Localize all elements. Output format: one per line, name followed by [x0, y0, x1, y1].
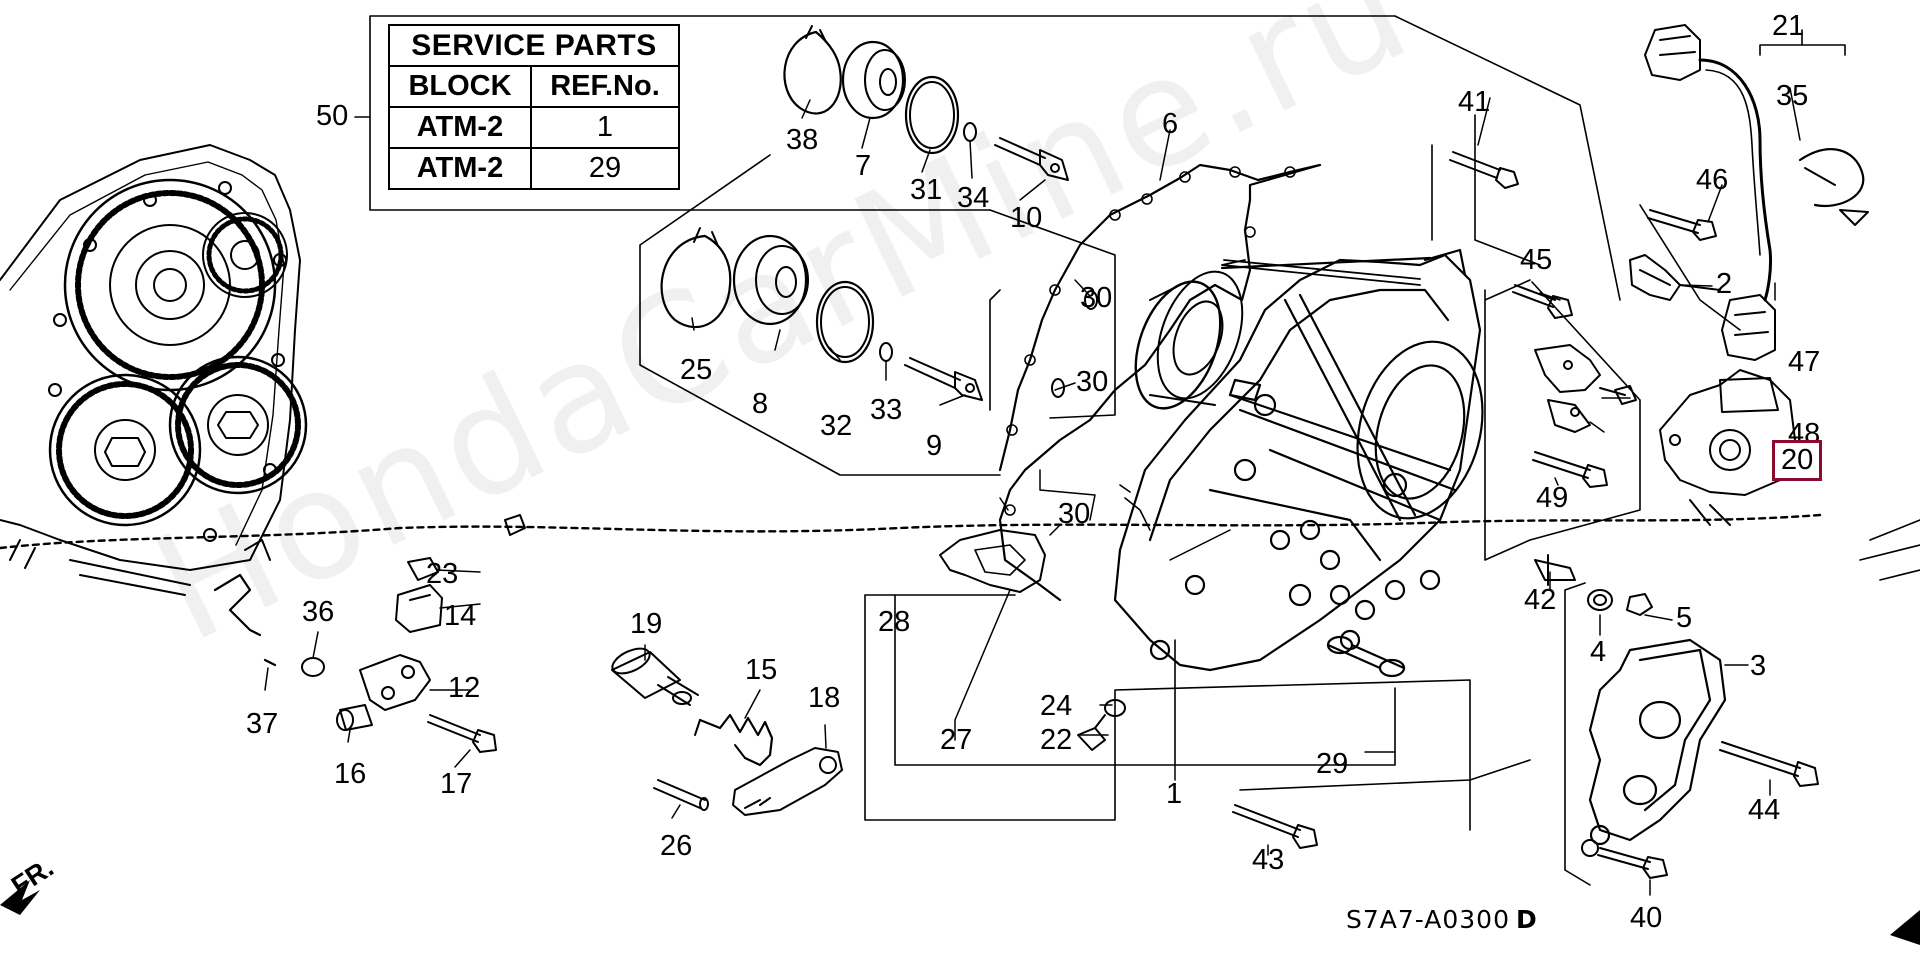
callout-42[interactable]: 42 — [1524, 584, 1557, 616]
break-line — [0, 513, 1822, 550]
row-block[interactable]: ATM-2 — [388, 147, 532, 190]
service-parts-table: SERVICE PARTS BLOCK REF.No. ATM-2 1 ATM-… — [388, 24, 680, 190]
callout-14[interactable]: 14 — [444, 600, 477, 632]
callout-5[interactable]: 5 — [1676, 602, 1693, 634]
callout-41[interactable]: 41 — [1458, 86, 1491, 118]
callout-27[interactable]: 27 — [940, 724, 973, 756]
callout-7[interactable]: 7 — [855, 150, 872, 182]
callout-30-b[interactable]: 30 — [1076, 366, 1109, 398]
row-block[interactable]: ATM-2 — [388, 106, 532, 149]
callout-25[interactable]: 25 — [680, 354, 713, 386]
row-ref[interactable]: 1 — [530, 106, 680, 149]
callout-32[interactable]: 32 — [820, 410, 853, 442]
callout-9[interactable]: 9 — [926, 430, 943, 462]
callout-50[interactable]: 50 — [316, 100, 349, 132]
bolt-45 — [1512, 284, 1573, 319]
gasket-lower — [939, 529, 1046, 593]
callout-30-a[interactable]: 30 — [1080, 282, 1113, 314]
piston-set-upper — [783, 25, 1069, 181]
callout-49[interactable]: 49 — [1536, 482, 1569, 514]
transmission-housing — [0, 144, 308, 596]
park-lever-group — [213, 514, 526, 753]
callout-29[interactable]: 29 — [1316, 748, 1349, 780]
detent-group — [611, 647, 843, 816]
callout-22[interactable]: 22 — [1040, 724, 1073, 756]
callout-21[interactable]: 21 — [1772, 10, 1805, 42]
callout-26[interactable]: 26 — [660, 830, 693, 862]
callout-17[interactable]: 17 — [440, 768, 473, 800]
callout-1[interactable]: 1 — [1166, 778, 1183, 810]
callout-15[interactable]: 15 — [745, 654, 778, 686]
callout-37[interactable]: 37 — [246, 708, 279, 740]
bolt-49 — [1532, 451, 1608, 488]
table-row: ATM-2 1 — [388, 106, 680, 149]
leader-lines — [264, 87, 1801, 896]
callout-44[interactable]: 44 — [1748, 794, 1781, 826]
callout-46[interactable]: 46 — [1696, 164, 1729, 196]
table-header-row: BLOCK REF.No. — [388, 65, 680, 108]
callout-8[interactable]: 8 — [752, 388, 769, 420]
piston-set-lower — [660, 227, 983, 401]
callout-45[interactable]: 45 — [1520, 244, 1553, 276]
case-cover — [1113, 248, 1484, 678]
callout-28[interactable]: 28 — [878, 606, 911, 638]
diagram-code-text: S7A7-A0300 — [1346, 905, 1510, 934]
callout-38[interactable]: 38 — [786, 124, 819, 156]
diagram-code-suffix: D — [1515, 905, 1538, 934]
wire-harness — [1644, 24, 1869, 361]
header-block: BLOCK — [388, 65, 532, 108]
callout-35[interactable]: 35 — [1776, 80, 1809, 112]
callout-36[interactable]: 36 — [302, 596, 335, 628]
row-ref[interactable]: 29 — [530, 147, 680, 190]
callout-47[interactable]: 47 — [1788, 346, 1821, 378]
header-ref: REF.No. — [530, 65, 680, 108]
bracket-assembly — [1534, 344, 1637, 433]
callout-18[interactable]: 18 — [808, 682, 841, 714]
callout-23[interactable]: 23 — [426, 558, 459, 590]
callout-10[interactable]: 10 — [1010, 202, 1043, 234]
bolt-42 — [1534, 554, 1576, 586]
table-title: SERVICE PARTS — [388, 24, 680, 67]
bolt-46 — [1647, 209, 1717, 241]
callout-33[interactable]: 33 — [870, 394, 903, 426]
shift-cover — [1588, 638, 1727, 846]
callout-4[interactable]: 4 — [1590, 636, 1607, 668]
callout-2[interactable]: 2 — [1716, 268, 1733, 300]
gasket — [998, 163, 1322, 602]
callout-30-c[interactable]: 30 — [1058, 498, 1091, 530]
callout-43[interactable]: 43 — [1252, 844, 1285, 876]
callout-40[interactable]: 40 — [1630, 902, 1663, 934]
callout-31[interactable]: 31 — [910, 174, 943, 206]
callout-12[interactable]: 12 — [448, 672, 481, 704]
callout-16[interactable]: 16 — [334, 758, 367, 790]
callout-34[interactable]: 34 — [957, 182, 990, 214]
callout-19[interactable]: 19 — [630, 608, 663, 640]
bolt-41 — [1449, 114, 1541, 266]
callout-6[interactable]: 6 — [1162, 108, 1179, 140]
callout-20[interactable]: 20 — [1772, 440, 1823, 481]
table-row: ATM-2 29 — [388, 147, 680, 190]
callout-3[interactable]: 3 — [1750, 650, 1767, 682]
callout-24[interactable]: 24 — [1040, 690, 1073, 722]
bearing — [1051, 270, 1244, 410]
table-title-row: SERVICE PARTS — [388, 24, 680, 67]
